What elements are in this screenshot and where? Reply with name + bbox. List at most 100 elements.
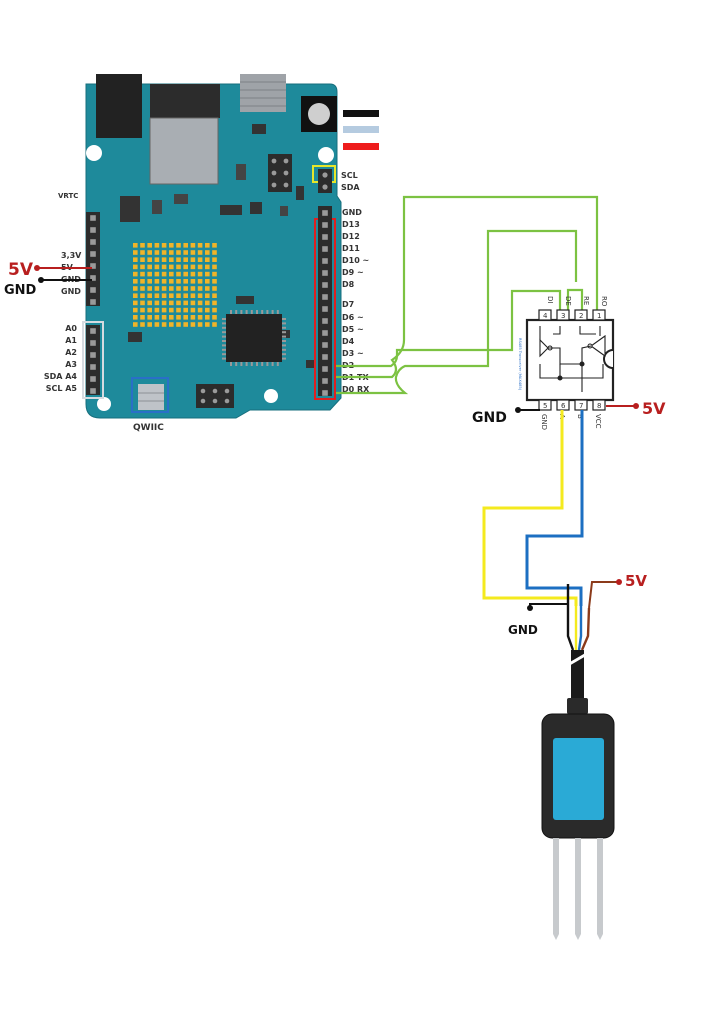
- led-dot: [140, 279, 145, 284]
- led-dot: [169, 300, 174, 306]
- analog-pin-label: A2: [65, 348, 77, 357]
- led-dot: [183, 315, 188, 320]
- mcu-pin: [240, 362, 243, 366]
- led-dot: [183, 307, 188, 313]
- mcu-pin: [245, 310, 248, 314]
- led-dot: [154, 307, 160, 313]
- led-dot: [205, 279, 210, 284]
- led-dot: [197, 286, 203, 291]
- led-dot: [205, 307, 210, 313]
- led-dot: [154, 315, 160, 320]
- mcu-pin: [282, 344, 286, 347]
- sensor-cable-break: [565, 650, 591, 668]
- mcu-pin: [222, 331, 226, 334]
- led-dot: [161, 293, 167, 298]
- led-dot: [140, 257, 145, 262]
- led-dot: [183, 286, 188, 291]
- led-dot: [176, 257, 181, 262]
- led-dot: [161, 264, 167, 270]
- header-pin: [90, 287, 96, 293]
- analog-pin-label: SCL A5: [46, 384, 78, 393]
- led-dot: [140, 271, 145, 277]
- led-dot: [212, 279, 217, 284]
- led-dot: [140, 264, 145, 270]
- qwiic-connector: [138, 384, 164, 410]
- led-dot: [197, 300, 203, 306]
- led-dot: [197, 250, 203, 255]
- led-dot: [169, 250, 174, 255]
- power-header-pins: [90, 215, 96, 305]
- max485-pin-number: 6: [561, 402, 566, 410]
- chip-5v-annotation: 5V: [642, 399, 666, 418]
- digital-pin-label: D7: [342, 300, 354, 309]
- led-dot: [147, 315, 152, 320]
- sensor-gnd-wire: [529, 603, 568, 606]
- led-dot: [212, 243, 217, 248]
- digital-pin-label: D5 ~: [342, 325, 364, 334]
- led-dot: [183, 279, 188, 284]
- i2c-pin-label: SDA: [341, 183, 360, 192]
- led-dot: [169, 243, 174, 248]
- header-pin: [90, 352, 96, 358]
- led-dot: [205, 271, 210, 277]
- mcu-pin: [222, 318, 226, 320]
- led-dot: [161, 250, 167, 255]
- soil-sensor-probe: [541, 584, 615, 940]
- mcu-pin: [222, 353, 226, 356]
- led-dot: [190, 271, 196, 277]
- microcontroller-chip: [226, 314, 282, 362]
- header-pin: [322, 330, 328, 336]
- led-dot: [140, 315, 145, 320]
- led-dot: [133, 279, 138, 284]
- analog-pin-label: A3: [65, 360, 77, 369]
- led-dot: [190, 315, 196, 320]
- wire-b-blue: [525, 410, 584, 606]
- led-dot: [147, 243, 152, 248]
- led-dot: [147, 250, 152, 255]
- led-dot: [190, 322, 196, 327]
- led-dot: [154, 257, 160, 262]
- led-dot: [212, 257, 217, 262]
- led-dot: [154, 300, 160, 306]
- max485-top-pin: [538, 309, 552, 321]
- analog-header: [86, 325, 100, 395]
- header-pin: [90, 275, 96, 281]
- sensor-gnd-annotation: GND: [508, 623, 538, 637]
- led-dot: [190, 243, 196, 248]
- mcu-pin: [261, 362, 264, 366]
- i2c-pin: [322, 184, 328, 190]
- max485-side-text: RS485 Transceiver (MAX485): [518, 338, 522, 391]
- left-5v-annotation: 5V: [8, 260, 34, 280]
- led-dot: [169, 307, 174, 313]
- led-dot: [190, 279, 196, 284]
- led-dot: [176, 300, 181, 306]
- led-dot: [147, 293, 152, 298]
- led-dot: [205, 243, 210, 248]
- mcu-pin: [235, 310, 238, 314]
- sensor-screen: [553, 738, 604, 820]
- led-dot: [147, 264, 152, 270]
- wire-d0-to-re: [336, 229, 578, 395]
- led-dot: [140, 307, 145, 313]
- sensor-5v-annotation: 5V: [625, 572, 647, 590]
- header-pin: [90, 251, 96, 257]
- i2c-pin-label: SCL: [341, 171, 358, 180]
- mcu-pin: [222, 326, 226, 329]
- led-dot: [147, 279, 152, 284]
- sensor-gnd-dot: [527, 605, 533, 611]
- wire-d1-to-ro: [336, 195, 599, 379]
- sensor-5v-dot: [616, 579, 622, 585]
- max485-pin-number: 7: [579, 402, 583, 410]
- led-dot: [183, 271, 188, 277]
- header-pin: [322, 234, 328, 240]
- led-dot: [154, 250, 160, 255]
- led-dot: [140, 286, 145, 291]
- spi-header: [196, 384, 234, 408]
- mcu-pin: [276, 310, 279, 314]
- digital-header: [318, 206, 332, 396]
- led-dot: [205, 257, 210, 262]
- max485-top-pin: [592, 309, 606, 321]
